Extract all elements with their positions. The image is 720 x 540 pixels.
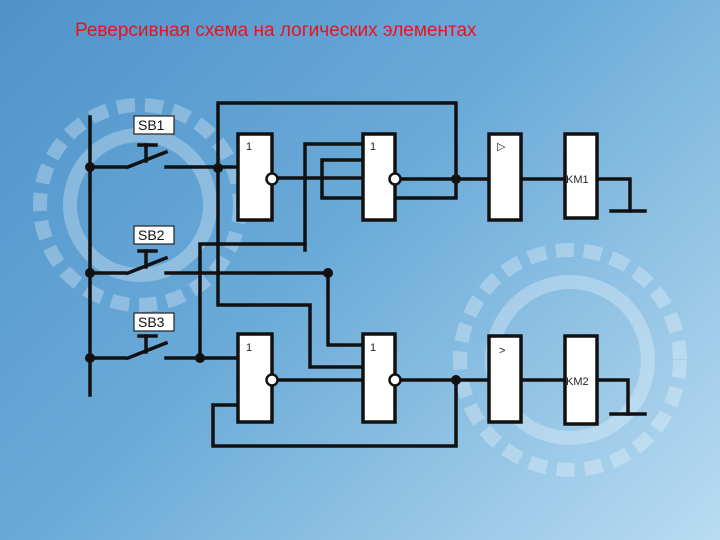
relay-km2 — [563, 334, 599, 426]
amplifier-bottom — [487, 334, 523, 424]
sb1-label: SB1 — [138, 117, 165, 133]
amplifier-top-label: ▷ — [497, 141, 506, 153]
gate-top-1-label: 1 — [246, 141, 252, 153]
sb2-label: SB2 — [138, 227, 165, 243]
gate-top-2-label: 1 — [370, 141, 376, 153]
sb3-label: SB3 — [138, 314, 165, 330]
gate-bottom-2-label: 1 — [370, 342, 376, 354]
logic-gate-bottom-1 — [236, 332, 279, 424]
amplifier-bottom-label: > — [499, 345, 505, 357]
logic-gate-top-2 — [361, 132, 402, 222]
km1-label: KM1 — [566, 174, 589, 186]
sb3-button-switch[interactable] — [88, 312, 240, 361]
amplifier-top — [487, 132, 523, 222]
logic-gate-top-1 — [236, 132, 279, 222]
km2-label: KM2 — [566, 376, 589, 388]
circuit-wires — [85, 101, 647, 448]
sb1-button-switch[interactable] — [88, 115, 240, 170]
relay-km1 — [563, 132, 599, 220]
gate-bottom-1-label: 1 — [246, 342, 252, 354]
logic-gate-bottom-2 — [361, 332, 402, 424]
slide-title: Реверсивная схема на логических элемента… — [75, 20, 477, 41]
sb2-button-switch[interactable] — [88, 225, 330, 276]
